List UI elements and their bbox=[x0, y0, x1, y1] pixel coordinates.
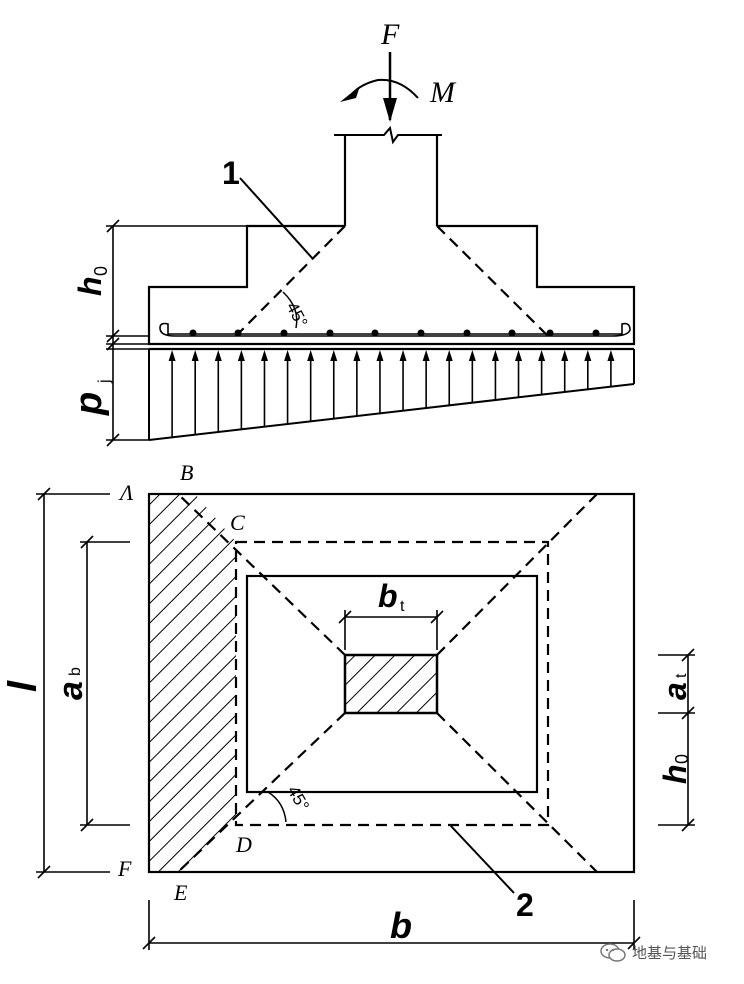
diagonal-tl bbox=[177, 493, 346, 656]
diagonal-bl bbox=[177, 712, 346, 873]
pressure-arrow-head bbox=[284, 350, 292, 361]
dim-tick bbox=[627, 936, 641, 950]
dim-tick bbox=[80, 818, 94, 832]
punching-line-right bbox=[436, 225, 549, 337]
upper-step bbox=[245, 574, 539, 794]
pressure-arrow-head bbox=[353, 350, 361, 361]
point-F: F bbox=[117, 856, 132, 881]
ab-label: a bbox=[52, 681, 90, 700]
pressure-arrow-head bbox=[538, 350, 546, 361]
bt-sub: t bbox=[400, 598, 405, 615]
leader-line-2 bbox=[449, 824, 515, 894]
angle-arc-plan bbox=[267, 791, 287, 823]
point-E: E bbox=[173, 880, 188, 905]
column-section bbox=[343, 653, 439, 715]
b-label: b bbox=[390, 905, 412, 946]
label-1: 1 bbox=[222, 155, 240, 191]
ab-sub: b bbox=[67, 667, 84, 676]
load-label-F: F bbox=[380, 18, 400, 51]
pressure-arrow-head bbox=[260, 350, 268, 361]
load-arrow-head bbox=[383, 98, 397, 122]
h0-sub-plan: 0 bbox=[672, 754, 692, 764]
plan-view: 45° Λ B C D E F l a b b t bbox=[1, 460, 695, 950]
wechat-icon bbox=[600, 942, 626, 962]
pressure-arrow-head bbox=[399, 350, 407, 361]
dim-tick bbox=[37, 487, 51, 501]
pressure-sloped-line bbox=[148, 383, 635, 441]
moment-arc bbox=[349, 78, 419, 99]
pressure-arrow-head bbox=[607, 350, 615, 361]
pressure-arrow-head bbox=[214, 350, 222, 361]
pressure-arrow-head bbox=[422, 350, 430, 361]
diagonal-tr bbox=[436, 493, 598, 656]
pressure-arrow-head bbox=[376, 350, 384, 361]
dim-tick bbox=[681, 648, 695, 662]
pressure-arrow-head bbox=[515, 350, 523, 361]
point-A: Λ bbox=[118, 480, 134, 505]
rebar-bar bbox=[159, 322, 631, 337]
moment-arrow-head bbox=[340, 86, 360, 102]
at-label: a bbox=[657, 682, 693, 700]
watermark: 地基与基础 bbox=[600, 942, 707, 963]
moment-label-M: M bbox=[429, 76, 457, 109]
pressure-arrow-head bbox=[330, 350, 338, 361]
dim-tick bbox=[142, 936, 156, 950]
dim-tick bbox=[106, 433, 120, 447]
dim-tick bbox=[430, 610, 444, 624]
rebar-dots bbox=[189, 329, 600, 337]
pressure-arrow-head bbox=[191, 350, 199, 361]
l-label: l bbox=[1, 680, 45, 692]
pressure-arrow-head bbox=[445, 350, 453, 361]
pressure-arrow-head bbox=[168, 350, 176, 361]
point-C: C bbox=[230, 510, 245, 535]
dim-tick bbox=[80, 535, 94, 549]
dim-tick bbox=[106, 337, 120, 351]
pj-label: p bbox=[68, 392, 110, 416]
bt-label: b bbox=[378, 578, 398, 614]
leader-line-1 bbox=[239, 177, 314, 260]
at-sub: t bbox=[673, 673, 690, 678]
watermark-text: 地基与基础 bbox=[632, 944, 708, 962]
column-break-line bbox=[334, 125, 442, 145]
pressure-arrow-head bbox=[491, 350, 499, 361]
pressure-arrow-head bbox=[237, 350, 245, 361]
point-B: B bbox=[180, 460, 193, 485]
h0-label-elev: h bbox=[72, 276, 108, 296]
hatched-area bbox=[149, 494, 236, 872]
pressure-arrow-head bbox=[584, 350, 592, 361]
dim-tick bbox=[681, 818, 695, 832]
angle-label-elev: 45° bbox=[282, 299, 311, 331]
diagonal-br bbox=[436, 712, 598, 873]
label-2: 2 bbox=[516, 887, 534, 923]
dim-tick bbox=[106, 219, 120, 233]
dim-tick bbox=[106, 329, 120, 343]
h0-sub-elev: 0 bbox=[91, 266, 111, 276]
elevation-section: F M 45° 1 bbox=[68, 18, 636, 447]
pressure-arrow-head bbox=[307, 350, 315, 361]
point-D: D bbox=[235, 832, 252, 857]
dim-tick bbox=[37, 865, 51, 879]
footing-outline bbox=[147, 224, 636, 346]
pj-sub: j bbox=[96, 379, 113, 384]
angle-label-plan: 45° bbox=[284, 783, 313, 815]
pressure-arrow-head bbox=[561, 350, 569, 361]
angle-arc-elev bbox=[282, 291, 298, 329]
punching-perimeter bbox=[234, 540, 550, 827]
footing-boundary bbox=[147, 492, 636, 874]
punching-line-left bbox=[235, 225, 346, 337]
dim-tick bbox=[338, 610, 352, 624]
h0-label-plan: h bbox=[657, 764, 693, 784]
pressure-arrows bbox=[168, 350, 615, 438]
dim-tick bbox=[681, 706, 695, 720]
pressure-arrow-head bbox=[468, 350, 476, 361]
